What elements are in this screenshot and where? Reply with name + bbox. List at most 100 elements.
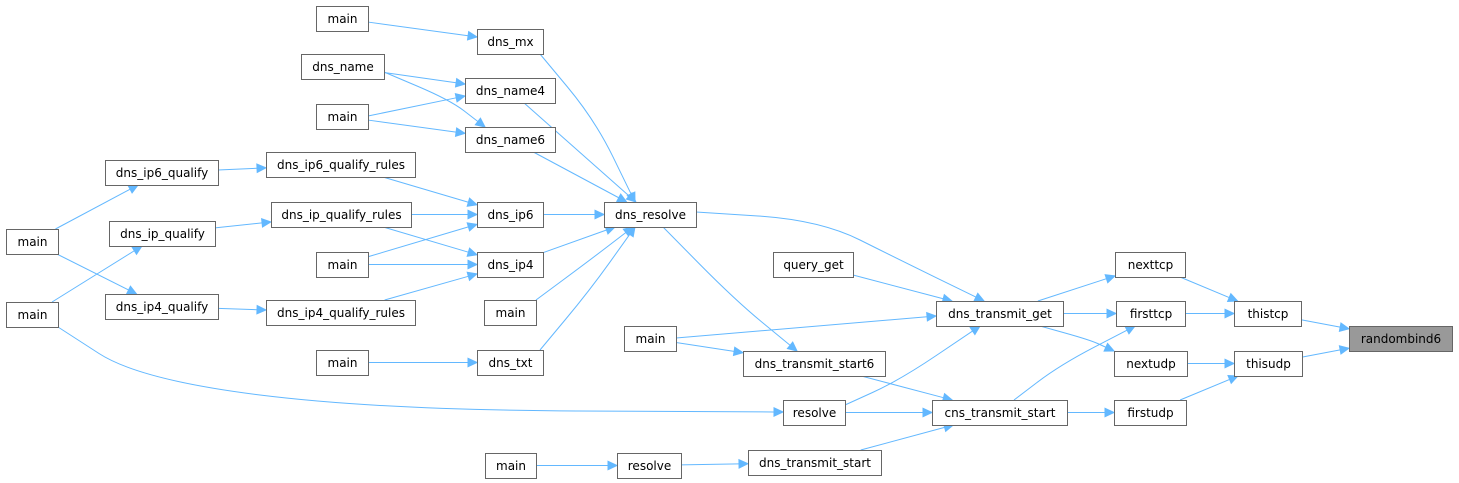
node-query-get[interactable]: query_get	[773, 252, 854, 278]
arrowhead	[786, 341, 798, 352]
edge-main-l-to-resolve-b	[536, 460, 619, 471]
node-label: main	[496, 459, 526, 473]
node-main-j[interactable]: main	[316, 350, 369, 376]
edge-line	[56, 253, 129, 291]
edge-line	[675, 341, 735, 352]
node-dns-name6[interactable]: dns_name6	[465, 127, 556, 153]
node-nextudp[interactable]: nextudp	[1114, 351, 1188, 377]
node-label: firsttcp	[1130, 307, 1172, 321]
node-dns-name[interactable]: dns_name	[301, 54, 385, 80]
arrowhead	[1338, 322, 1351, 332]
arrowhead	[926, 311, 938, 322]
node-resolve-a[interactable]: resolve	[783, 400, 846, 426]
node-box	[1114, 351, 1188, 377]
node-box	[109, 221, 216, 247]
arrowhead	[125, 285, 138, 295]
node-dns-ip6-qualify-rules[interactable]: dns_ip6_qualify_rules	[266, 152, 416, 178]
node-thistcp[interactable]: thistcp	[1234, 301, 1302, 327]
node-label: cns_transmit_start	[945, 406, 1056, 420]
edge-line	[1300, 319, 1341, 328]
edge-nextudp-to-thisudp	[1187, 358, 1236, 369]
edge-line	[535, 232, 627, 301]
arrowhead	[474, 117, 486, 128]
node-dns-name4[interactable]: dns_name4	[465, 78, 556, 104]
node-main-c[interactable]: main	[624, 326, 677, 352]
edge-line	[675, 316, 928, 339]
arrowhead	[1338, 345, 1351, 355]
node-box	[1234, 351, 1303, 377]
node-nexttcp[interactable]: nexttcp	[1115, 252, 1186, 278]
node-randombind6[interactable]: randombind6	[1349, 326, 1453, 352]
node-box	[1115, 252, 1186, 278]
edge-dns-ip4-qualify-rules-to-dns-ip4	[384, 271, 479, 301]
node-main-k[interactable]: main	[484, 300, 537, 326]
edge-dns-transmit-start-to-cns-transmit-start	[860, 422, 955, 451]
node-label: dns_ip6_qualify_rules	[277, 158, 405, 172]
node-dns-resolve[interactable]: dns_resolve	[604, 202, 697, 228]
edge-line	[533, 151, 619, 199]
node-dns-ip-qualify-rules[interactable]: dns_ip_qualify_rules	[271, 202, 412, 228]
node-thisudp[interactable]: thisudp	[1234, 351, 1303, 377]
edge-main-h-to-resolve-a	[57, 326, 785, 417]
node-box	[477, 29, 544, 55]
edge-line	[680, 463, 740, 466]
node-dns-transmit-start[interactable]: dns_transmit_start	[748, 450, 882, 476]
arrowhead	[625, 226, 636, 238]
node-label: nextudp	[1126, 357, 1175, 371]
node-main-i[interactable]: main	[316, 252, 369, 278]
node-box	[617, 453, 682, 479]
node-label: dns_resolve	[615, 208, 686, 222]
node-dns-ip-qualify[interactable]: dns_ip_qualify	[109, 221, 216, 247]
edge-line	[383, 71, 479, 122]
node-dns-ip4-qualify[interactable]: dns_ip4_qualify	[105, 294, 219, 320]
node-dns-mx[interactable]: dns_mx	[477, 29, 544, 55]
node-label: main	[328, 258, 358, 272]
node-dns-ip6-qualify[interactable]: dns_ip6_qualify	[105, 160, 219, 186]
node-dns-transmit-start6[interactable]: dns_transmit_start6	[743, 351, 886, 377]
node-label: main	[18, 235, 48, 249]
arrowhead	[969, 325, 981, 336]
node-firstudp[interactable]: firstudp	[1114, 400, 1187, 426]
node-main-g[interactable]: main	[6, 229, 59, 255]
node-label: dns_ip4	[487, 258, 533, 272]
node-box	[477, 350, 544, 376]
node-label: firstudp	[1127, 406, 1173, 420]
arrowhead	[615, 193, 628, 203]
node-label: resolve	[793, 406, 836, 420]
node-label: main	[496, 306, 526, 320]
node-main-b[interactable]: main	[316, 104, 369, 130]
node-label: dns_transmit_start	[759, 456, 871, 470]
node-dns-transmit-get[interactable]: dns_transmit_get	[936, 301, 1064, 327]
node-dns-txt[interactable]: dns_txt	[477, 350, 544, 376]
edge-dns-ip-qualify-rules-to-dns-ip4	[383, 226, 479, 257]
arrowhead	[1224, 308, 1236, 319]
arrowhead	[466, 271, 479, 282]
node-main-a[interactable]: main	[316, 6, 369, 32]
edge-line	[1301, 349, 1341, 358]
edge-main-g-to-dns-ip4-qualify	[56, 253, 138, 295]
edge-thisudp-to-randombind6	[1301, 345, 1351, 358]
node-dns-ip4-qualify-rules[interactable]: dns_ip4_qualify_rules	[266, 300, 416, 326]
node-label: dns_transmit_start6	[755, 357, 875, 371]
edge-main-i-to-dns-ip4	[368, 259, 479, 270]
edge-line	[367, 97, 457, 117]
edge-line	[1039, 325, 1107, 348]
node-dns-ip6[interactable]: dns_ip6	[477, 202, 544, 228]
node-dns-ip4[interactable]: dns_ip4	[477, 252, 544, 278]
node-main-l[interactable]: main	[485, 453, 537, 479]
arrowhead	[1227, 375, 1239, 385]
edge-line	[844, 330, 973, 406]
node-main-h[interactable]: main	[6, 302, 59, 328]
arrowhead	[261, 217, 273, 228]
node-firsttcp[interactable]: firsttcp	[1116, 301, 1186, 327]
node-resolve-b[interactable]: resolve	[617, 453, 682, 479]
edge-dns-name-to-dns-name4	[383, 71, 467, 88]
arrowhead	[594, 209, 606, 220]
node-label: dns_ip4_qualify	[116, 300, 208, 314]
node-label: randombind6	[1361, 332, 1441, 346]
node-box	[783, 400, 846, 426]
edge-nexttcp-to-thistcp	[1179, 276, 1239, 302]
node-cns-transmit-start[interactable]: cns_transmit_start	[932, 400, 1068, 426]
node-label: query_get	[783, 258, 844, 272]
edge-line	[1179, 378, 1230, 401]
